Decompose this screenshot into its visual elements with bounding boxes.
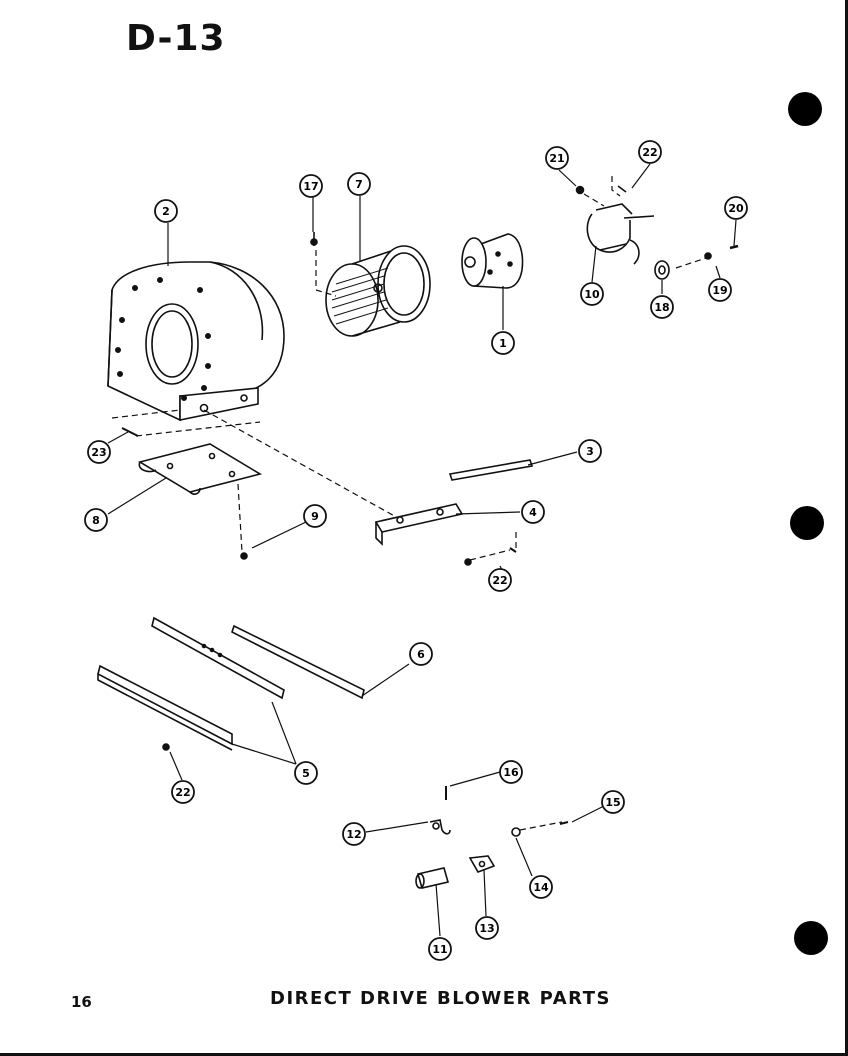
binder-hole-bottom [794,921,828,955]
callout-2: 2 [154,199,178,223]
motor-mount-band [586,203,655,265]
svg-text:2: 2 [162,205,170,218]
hardware-parts [121,185,739,837]
svg-text:4: 4 [529,506,537,519]
callout-17: 17 [299,174,323,198]
svg-text:14: 14 [533,881,549,894]
side-rails [97,616,285,751]
svg-text:12: 12 [346,828,361,841]
svg-text:8: 8 [92,514,100,527]
callout-22-top: 22 [638,140,662,164]
blower-housing [107,261,285,422]
small-bracket [429,819,451,835]
angle-bracket [374,503,464,546]
grommet [654,260,670,280]
svg-text:3: 3 [586,445,594,458]
callout-4: 4 [521,500,545,524]
svg-text:18: 18 [654,301,669,314]
page-edge-bottom [0,1053,848,1056]
callout-7: 7 [347,172,371,196]
callout-6: 6 [409,642,433,666]
callout-23: 23 [87,440,111,464]
binder-hole-top [788,92,822,126]
svg-text:16: 16 [503,766,519,779]
callout-1: 1 [491,331,515,355]
svg-text:1: 1 [499,337,507,350]
callout-15: 15 [601,790,625,814]
callout-19: 19 [708,278,732,302]
svg-text:10: 10 [584,288,600,301]
page-edge-right [845,0,848,1056]
callout-14: 14 [529,875,553,899]
capacitor [415,867,450,889]
svg-text:6: 6 [417,648,425,661]
svg-text:5: 5 [302,767,310,780]
leader-lines [107,163,737,937]
page-number: 16 [71,993,92,1011]
blower-motor [461,233,524,289]
long-rail [231,624,365,700]
callout-16: 16 [499,760,523,784]
callout-21: 21 [545,146,569,170]
page-code: D-13 [126,18,226,59]
callout-22-middle: 22 [488,568,512,592]
callout-22-bottom: 22 [171,780,195,804]
callout-11: 11 [428,937,452,961]
svg-text:11: 11 [432,943,447,956]
svg-text:9: 9 [311,510,319,523]
binder-hole-middle [790,506,824,540]
callout-8: 8 [84,508,108,532]
callout-3: 3 [578,439,602,463]
blower-wheel [325,245,431,337]
mounting-plate [137,443,263,495]
callout-9: 9 [303,504,327,528]
callout-12: 12 [342,822,366,846]
svg-text:17: 17 [303,180,318,193]
diagram-caption: DIRECT DRIVE BLOWER PARTS [270,988,611,1009]
callout-18: 18 [650,295,674,319]
svg-text:22: 22 [175,786,190,799]
svg-text:23: 23 [91,446,106,459]
callout-10: 10 [580,282,604,306]
svg-text:22: 22 [642,146,657,159]
svg-text:13: 13 [479,922,494,935]
assembly-lines [111,176,707,831]
svg-text:20: 20 [728,202,744,215]
svg-text:21: 21 [549,152,564,165]
svg-text:7: 7 [355,178,363,191]
mounting-strap [448,459,534,481]
svg-text:19: 19 [712,284,727,297]
svg-text:22: 22 [492,574,507,587]
callout-13: 13 [475,916,499,940]
callout-20: 20 [724,196,748,220]
callout-bubbles: 17 7 2 21 22 20 10 18 19 1 23 3 8 9 4 22… [84,140,748,961]
callout-5: 5 [294,761,318,785]
capacitor-bracket [468,855,496,873]
svg-text:15: 15 [605,796,620,809]
